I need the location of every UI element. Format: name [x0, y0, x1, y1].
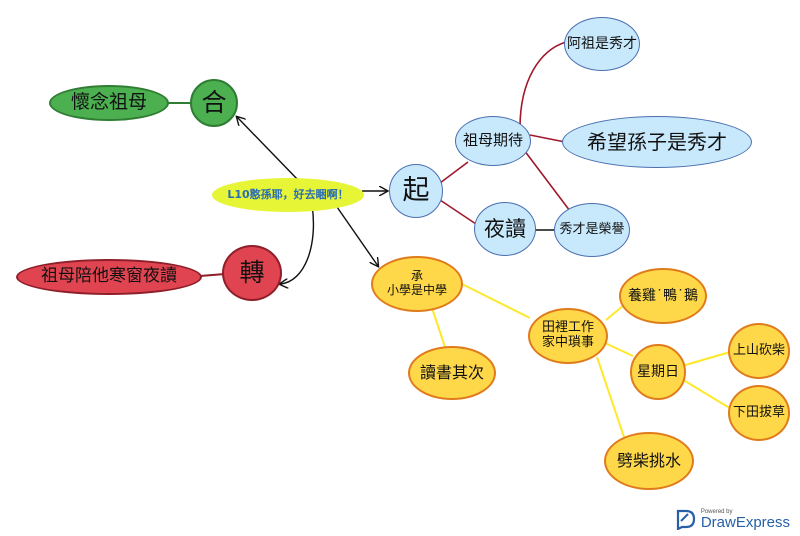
node-xiwang[interactable]: 希望孫子是秀才	[562, 116, 752, 168]
node-pichai[interactable]: 劈柴挑水	[604, 432, 694, 490]
line-cheng-tianli	[457, 281, 531, 319]
arrow-to-he	[237, 117, 301, 183]
node-cheng[interactable]: 承 小學是中學	[371, 256, 463, 312]
center-node[interactable]: L10憨孫耶，好去睏啊！	[212, 178, 364, 212]
node-dushu[interactable]: 讀書其次	[408, 346, 496, 400]
arrow-to-cheng	[336, 206, 378, 266]
logo-powered-text: Powered by	[700, 508, 733, 515]
node-tianli[interactable]: 田裡工作 家中瑣事	[528, 308, 608, 364]
node-qidai[interactable]: 祖母期待	[455, 116, 531, 166]
line-qi-yedu	[439, 199, 477, 225]
line-qi-qidai	[439, 161, 469, 184]
node-xingqi[interactable]: 星期日	[630, 344, 686, 400]
node-azu[interactable]: 阿祖是秀才	[564, 17, 640, 71]
arrow-to-zhuan	[280, 204, 315, 284]
node-qi[interactable]: 起	[389, 164, 443, 218]
line-xingqi-shangshan	[681, 351, 731, 367]
node-rongyu[interactable]: 秀才是榮譽	[554, 203, 630, 257]
line-qidai-azu	[519, 41, 567, 129]
line-qidai-rongyu	[523, 149, 571, 212]
line-zhuan-peita	[199, 273, 226, 277]
node-xiatian[interactable]: 下田拔草	[728, 385, 790, 441]
line-xingqi-xiatian	[679, 377, 734, 411]
node-shangshan[interactable]: 上山砍柴	[728, 323, 790, 379]
logo-brand-text: DrawExpress	[700, 513, 790, 531]
node-huainian[interactable]: 懷念祖母	[49, 85, 169, 121]
node-zhuan[interactable]: 轉	[222, 245, 282, 301]
line-tianli-yangji	[605, 304, 625, 321]
line-tianli-xingqi	[604, 342, 634, 357]
line-qidai-xiwang	[529, 134, 566, 143]
node-yedu[interactable]: 夜讀	[474, 202, 536, 256]
line-cheng-dushu	[431, 307, 447, 351]
node-he[interactable]: 合	[190, 79, 238, 127]
line-tianli-pichai	[596, 356, 626, 441]
node-yangji[interactable]: 養雞˙鴨˙鵝	[619, 268, 707, 324]
drawexpress-logo: Powered by DrawExpress	[675, 508, 790, 530]
drawexpress-logo-icon	[676, 509, 695, 530]
node-peita[interactable]: 祖母陪他寒窗夜讀	[16, 259, 202, 295]
